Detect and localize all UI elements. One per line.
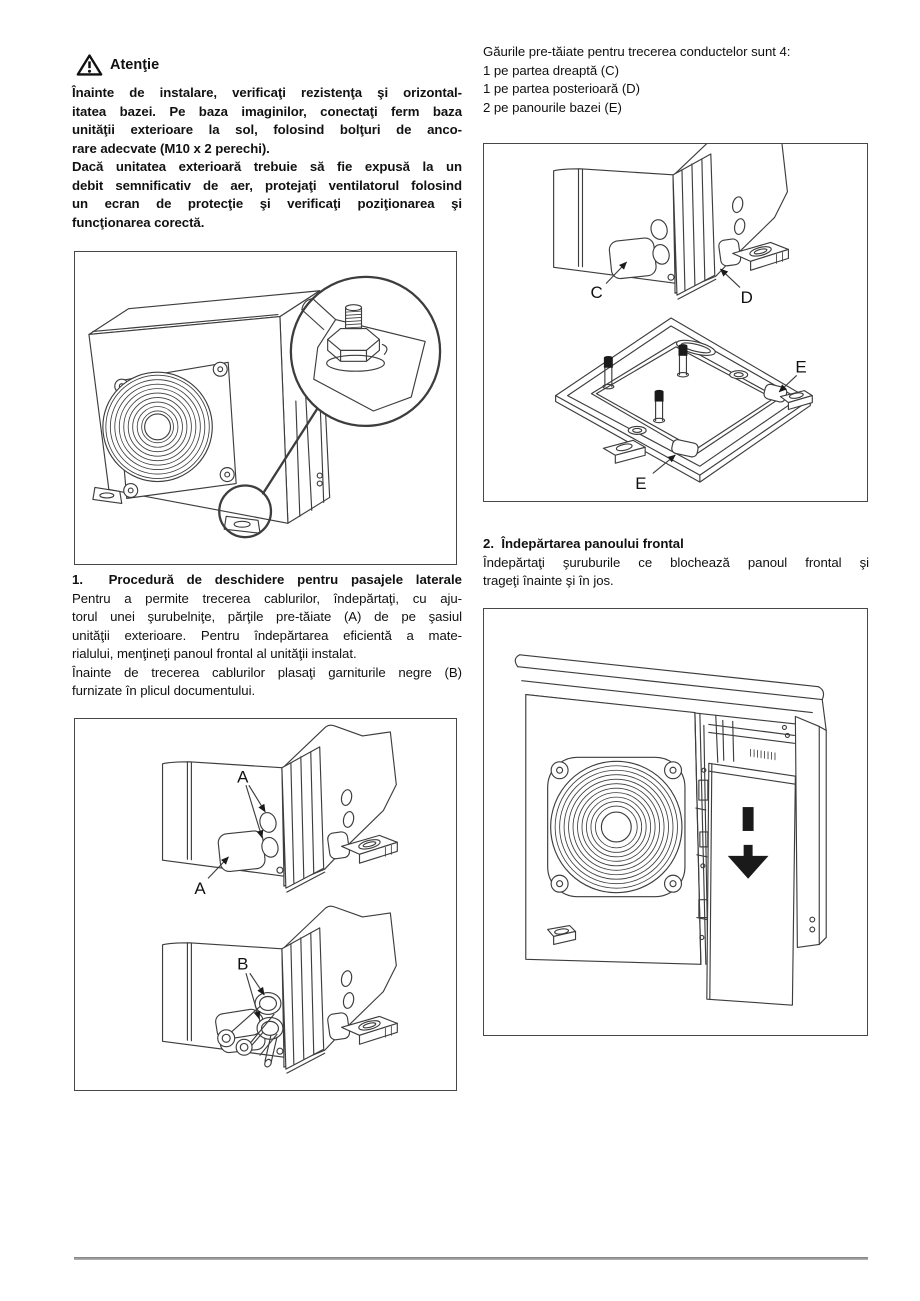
pipe-holes-note: Găurile pre-tăiate pentru trecerea condu…: [483, 43, 869, 117]
figure-side-passages: A A B: [74, 718, 457, 1091]
text-line: un ecran de protecţie şi verificaţi pozi…: [72, 196, 462, 211]
text-line: trageţi înainte şi în jos.: [483, 573, 614, 588]
figure-label-e: E: [795, 358, 806, 377]
text-line: Dacă unitatea exterioară trebuie să fie …: [72, 159, 462, 174]
text-line: rare adecvate (M10 x 2 perechi).: [72, 140, 270, 156]
figure-label-d: D: [741, 288, 753, 307]
figure-unit-anchoring: [74, 251, 457, 565]
figure-label-a: A: [194, 879, 206, 898]
text-line: itatea bazei. Pe baza imaginilor, conect…: [72, 103, 462, 119]
text-line: funcţionarea corectă.: [72, 214, 205, 230]
text-line: Găurile pre-tăiate pentru trecerea condu…: [483, 44, 791, 59]
text-line: Îndepărtaţi şuruburile ce blochează pano…: [483, 554, 869, 570]
text-line: furnizate în plicul documentului.: [72, 683, 256, 698]
precut-holes-drawing: C D: [553, 144, 813, 493]
text-line: torul unei şurubelniţe, părţile pre-tăia…: [72, 609, 462, 624]
text-line: 1 pe partea posterioară (D): [483, 81, 640, 96]
text-line: unităţii exterioare. Pentru îndepărtarea…: [72, 627, 462, 643]
pull-down-arrow: [727, 807, 769, 879]
anchor-stud: [676, 344, 690, 378]
figure-front-panel-removal: [483, 608, 868, 1036]
anchor-stud: [653, 389, 666, 424]
anchor-stud: [602, 356, 615, 390]
side-passages-drawing: A A B: [161, 724, 398, 1074]
figure-label-b: B: [237, 955, 248, 974]
footer-divider: [74, 1257, 868, 1260]
section-2-heading: 2. Îndepărtarea panoului frontal: [483, 536, 684, 551]
section-1-heading: 1. Procedură de deschidere pentru pasaje…: [72, 572, 462, 587]
section-2: 2. Îndepărtarea panoului frontal Îndepăr…: [483, 535, 869, 591]
figure-label-a: A: [237, 768, 249, 787]
figure-label-c: C: [590, 283, 602, 302]
front-panel-removal-drawing: [514, 654, 827, 1006]
figure-label-e: E: [635, 474, 646, 493]
warning-triangle-icon: [76, 54, 103, 76]
section-1: 1. Procedură de deschidere pentru pasaje…: [72, 571, 462, 701]
text-line: 1 pe partea dreaptă (C): [483, 62, 619, 78]
text-line: unităţii exterioare la sol, folosind bol…: [72, 122, 462, 137]
warning-paragraph: Înainte de instalare, verificaţi reziste…: [72, 84, 462, 232]
text-line: Înainte de instalare, verificaţi reziste…: [72, 85, 462, 100]
text-line: Pentru a permite trecerea cablurilor, în…: [72, 590, 462, 606]
text-line: rialului, menţineţi panoul frontal al un…: [72, 646, 357, 661]
text-line: 2 pe panourile bazei (E): [483, 99, 622, 115]
text-line: Înainte de trecerea cablurilor plasaţi g…: [72, 664, 462, 680]
figure-precut-holes: C D: [483, 143, 868, 502]
text-line: debit semnificativ de aer, protejaţi ven…: [72, 177, 462, 193]
unit-anchoring-drawing: [88, 275, 442, 539]
warning-header: Atenţie: [76, 53, 159, 77]
warning-title: Atenţie: [110, 57, 160, 73]
